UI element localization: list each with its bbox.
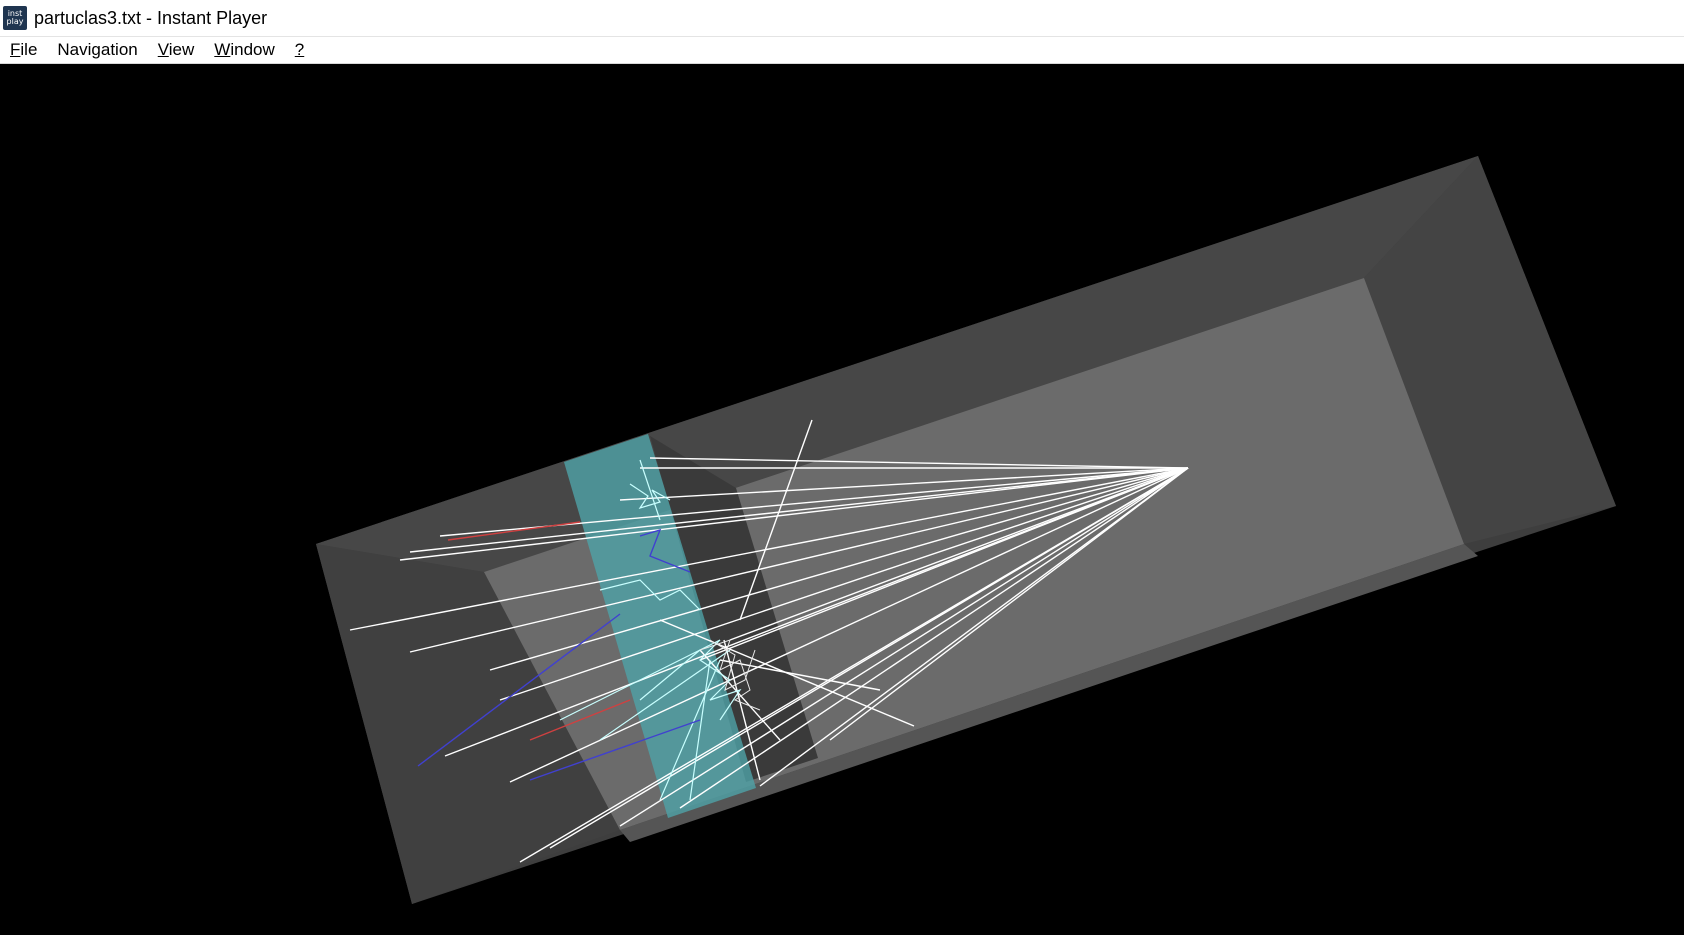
menu-view-mnemonic: V bbox=[157, 40, 169, 59]
instant-player-app-icon: inst play bbox=[3, 6, 27, 30]
menu-bar: File Navigation View Window ? bbox=[0, 36, 1684, 64]
particle-tracks bbox=[349, 419, 1189, 863]
app-icon-text-bottom: play bbox=[6, 17, 24, 26]
menu-window-mnemonic: W bbox=[214, 40, 231, 59]
window-title: partuclas3.txt - Instant Player bbox=[34, 7, 268, 28]
box-shadow-band bbox=[650, 436, 818, 782]
menu-navigation-label: Navigation bbox=[57, 40, 138, 59]
particle-tracks-red bbox=[447, 521, 631, 741]
particle-tracks-cyan bbox=[559, 459, 742, 801]
3d-viewport[interactable] bbox=[0, 64, 1684, 935]
title-bar: inst play partuclas3.txt - Instant Playe… bbox=[0, 0, 1684, 36]
box-left-face bbox=[316, 544, 620, 904]
vertex-cluster bbox=[699, 639, 761, 711]
menu-view[interactable]: View bbox=[148, 40, 205, 60]
menu-file-mnemonic: F bbox=[10, 40, 21, 59]
menu-navigation[interactable]: Navigation bbox=[47, 40, 147, 60]
menu-help-mnemonic: ? bbox=[294, 40, 305, 59]
menu-file-rest: ile bbox=[20, 40, 38, 59]
app-icon-text-top: inst bbox=[7, 9, 23, 18]
scene-canvas[interactable] bbox=[0, 64, 1684, 935]
menu-view-rest: iew bbox=[168, 40, 195, 59]
menu-window-rest: indow bbox=[230, 40, 275, 59]
menu-help[interactable]: ? bbox=[285, 40, 314, 60]
box-right-face bbox=[1364, 156, 1616, 544]
particle-tracks-blue bbox=[417, 528, 701, 781]
menu-file[interactable]: File bbox=[0, 40, 47, 60]
box-bottom-edge bbox=[620, 544, 1478, 842]
menu-window[interactable]: Window bbox=[204, 40, 284, 60]
